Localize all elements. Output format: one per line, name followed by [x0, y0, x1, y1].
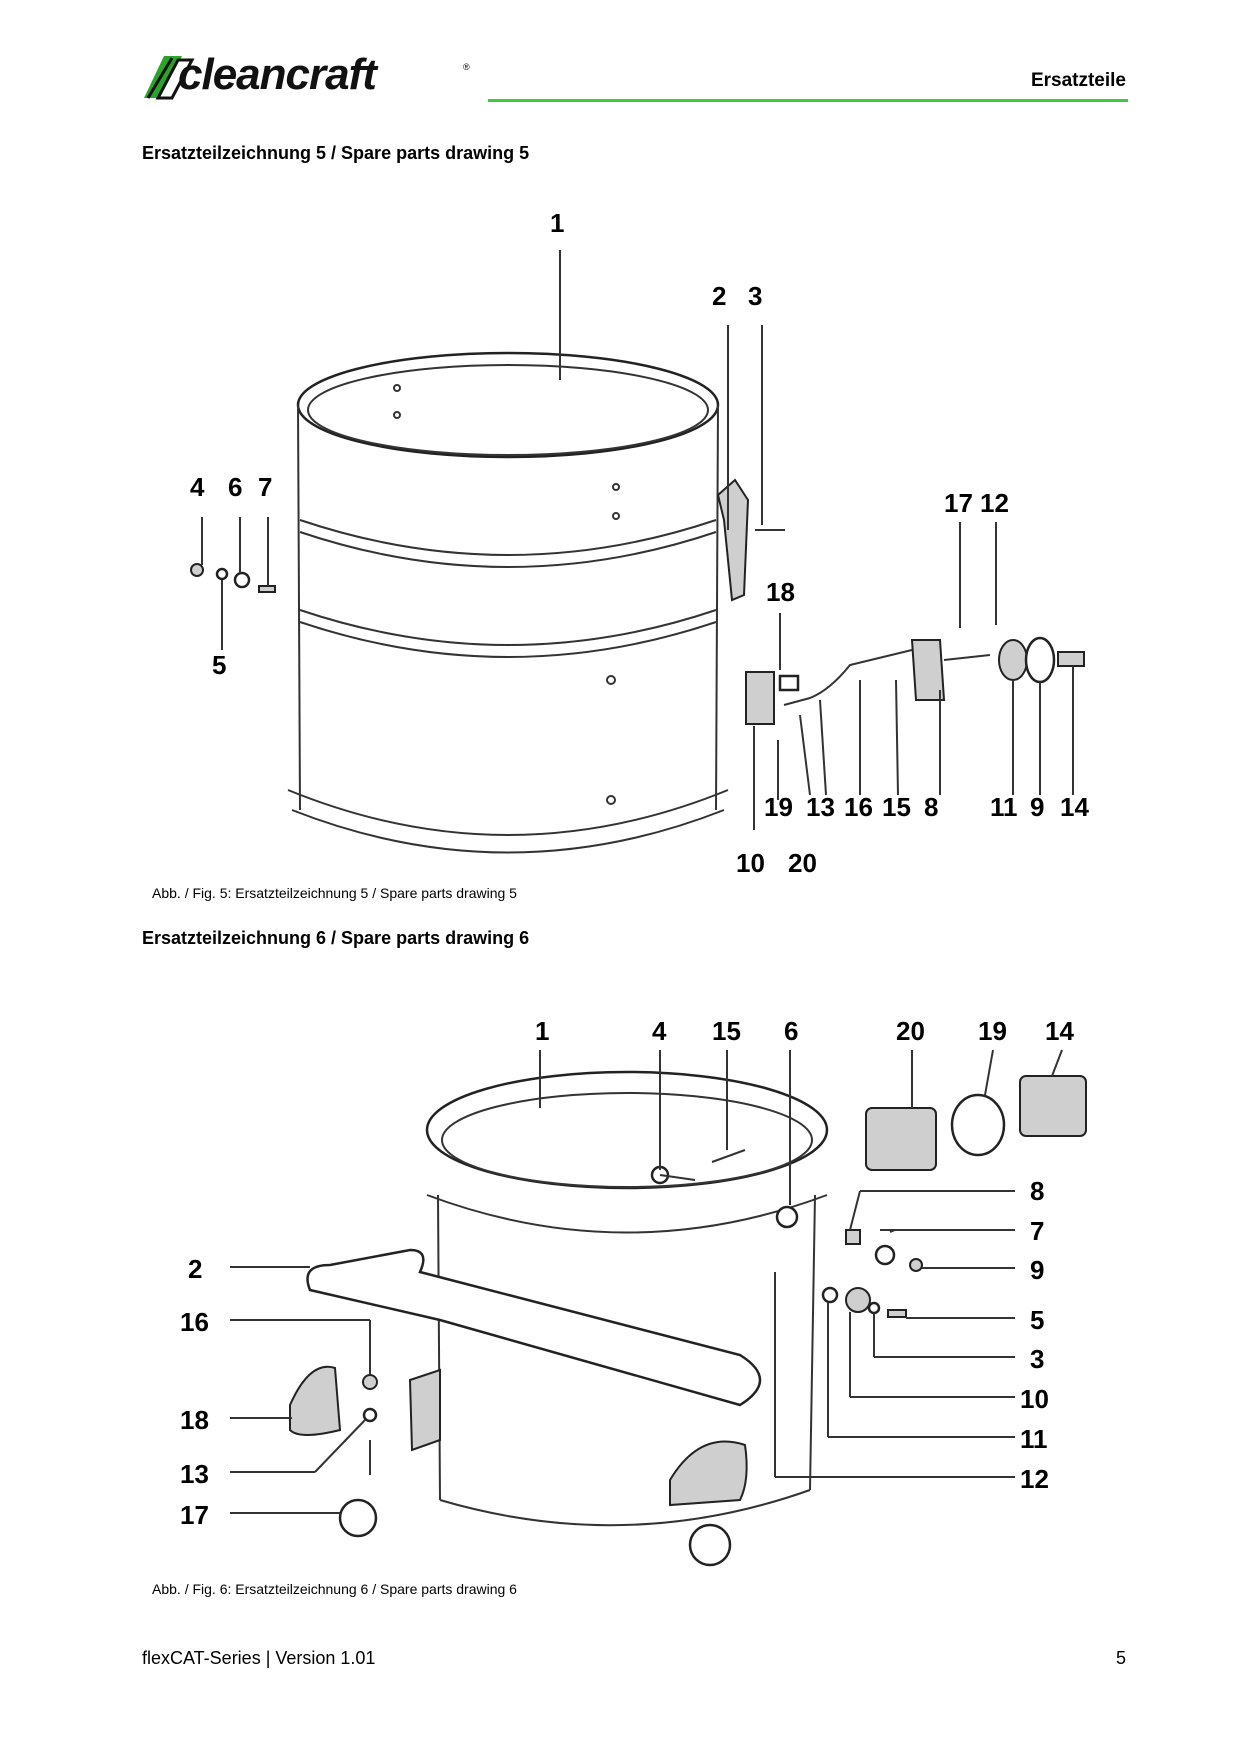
callout-1: 1 [535, 1016, 549, 1046]
callout-2: 2 [712, 281, 726, 311]
registered-mark: ® [463, 62, 470, 72]
header-rule [488, 99, 1128, 102]
callout-6: 6 [228, 472, 242, 502]
drawing5-heading: Ersatzteilzeichnung 5 / Spare parts draw… [142, 143, 530, 163]
part-9-shape [1024, 636, 1056, 684]
callout-13: 13 [806, 792, 835, 822]
screw-5-shape [887, 1309, 907, 1318]
section-title: Ersatzteile [1030, 70, 1126, 91]
brand-logo-text: cleancraft [178, 50, 377, 99]
callout-15: 15 [882, 792, 911, 822]
callout-8: 8 [1030, 1176, 1044, 1206]
callout-12: 12 [980, 488, 1009, 518]
callout-7: 7 [1030, 1216, 1044, 1246]
drawing5-caption: Abb. / Fig. 5: Ersatzteilzeichnung 5 / S… [152, 885, 517, 901]
barrel-drawing [287, 351, 750, 854]
bearing-10-shape [845, 1287, 871, 1313]
callout-10: 10 [1020, 1384, 1049, 1414]
washer-5-shape [215, 567, 229, 581]
flange-8-shape [910, 639, 946, 701]
rear-wheel-shape [688, 1523, 732, 1567]
callout-7: 7 [258, 472, 272, 502]
callout-13: 13 [180, 1459, 209, 1489]
callout-18: 18 [766, 577, 795, 607]
callout-20: 20 [788, 848, 817, 878]
page-number: 5 [1115, 1648, 1126, 1668]
drawing6-figure: 1 4 15 6 20 19 14 8 7 9 5 3 10 11 12 2 1… [180, 1016, 1087, 1567]
cleancraft-logo-mark [144, 56, 195, 100]
callout-5: 5 [212, 650, 226, 680]
callout-4: 4 [652, 1016, 667, 1046]
nut-9-shape [909, 1258, 923, 1272]
callout-17: 17 [180, 1500, 209, 1530]
drawing6-caption: Abb. / Fig. 6: Ersatzteilzeichnung 6 / S… [152, 1581, 517, 1597]
washer-6-shape [775, 1205, 799, 1229]
callout-12: 12 [1020, 1464, 1049, 1494]
washer-16-shape [362, 1374, 378, 1390]
screw-7-shape [258, 585, 276, 593]
footer-version: flexCAT-Series | Version 1.01 [142, 1648, 376, 1668]
callout-15: 15 [712, 1016, 741, 1046]
callout-14: 14 [1045, 1016, 1074, 1046]
callout-17: 17 [944, 488, 973, 518]
callout-18: 18 [180, 1405, 209, 1435]
callout-3: 3 [748, 281, 762, 311]
vacuum-base-drawing [306, 1070, 829, 1567]
washer-11-shape [821, 1286, 839, 1304]
part-7-shape [874, 1244, 896, 1266]
wheel-cover-shape [669, 1440, 748, 1507]
callout-10: 10 [736, 848, 765, 878]
callout-4: 4 [190, 472, 205, 502]
nut-4-shape [190, 563, 204, 577]
part-18-shape [778, 674, 800, 692]
part-8-shape [845, 1229, 861, 1245]
cover-18-shape [289, 1365, 342, 1436]
flange-14-shape [1019, 1075, 1087, 1137]
handle-2-shape [306, 1248, 762, 1407]
callout-14: 14 [1060, 792, 1089, 822]
gasket-10-shape [745, 671, 775, 725]
drawing6-heading: Ersatzteilzeichnung 6 / Spare parts draw… [142, 928, 530, 948]
callout-19: 19 [978, 1016, 1007, 1046]
part-14-shape [1057, 651, 1085, 667]
washer-3-shape [867, 1301, 881, 1315]
callout-3: 3 [1030, 1344, 1044, 1374]
callout-11: 11 [1020, 1424, 1048, 1454]
callout-11: 11 [990, 792, 1018, 822]
callout-9: 9 [1030, 792, 1044, 822]
callout-8: 8 [924, 792, 938, 822]
castor-17-shape [338, 1498, 378, 1538]
cap-19-shape [950, 1093, 1006, 1157]
callout-1: 1 [550, 208, 564, 238]
callout-20: 20 [896, 1016, 925, 1046]
callout-19: 19 [764, 792, 793, 822]
callout-6: 6 [784, 1016, 798, 1046]
flange-20-shape [865, 1107, 937, 1171]
callout-2: 2 [188, 1254, 202, 1284]
callout-16: 16 [844, 792, 873, 822]
callout-16: 16 [180, 1307, 209, 1337]
drawing5-figure: 1 2 3 4 6 7 5 17 12 18 19 13 16 15 8 11 … [190, 208, 1089, 878]
part-11-shape [998, 639, 1028, 681]
washer-6-shape [233, 571, 251, 589]
callout-5: 5 [1030, 1305, 1044, 1335]
callout-9: 9 [1030, 1255, 1044, 1285]
washer-13-shape [362, 1407, 378, 1423]
